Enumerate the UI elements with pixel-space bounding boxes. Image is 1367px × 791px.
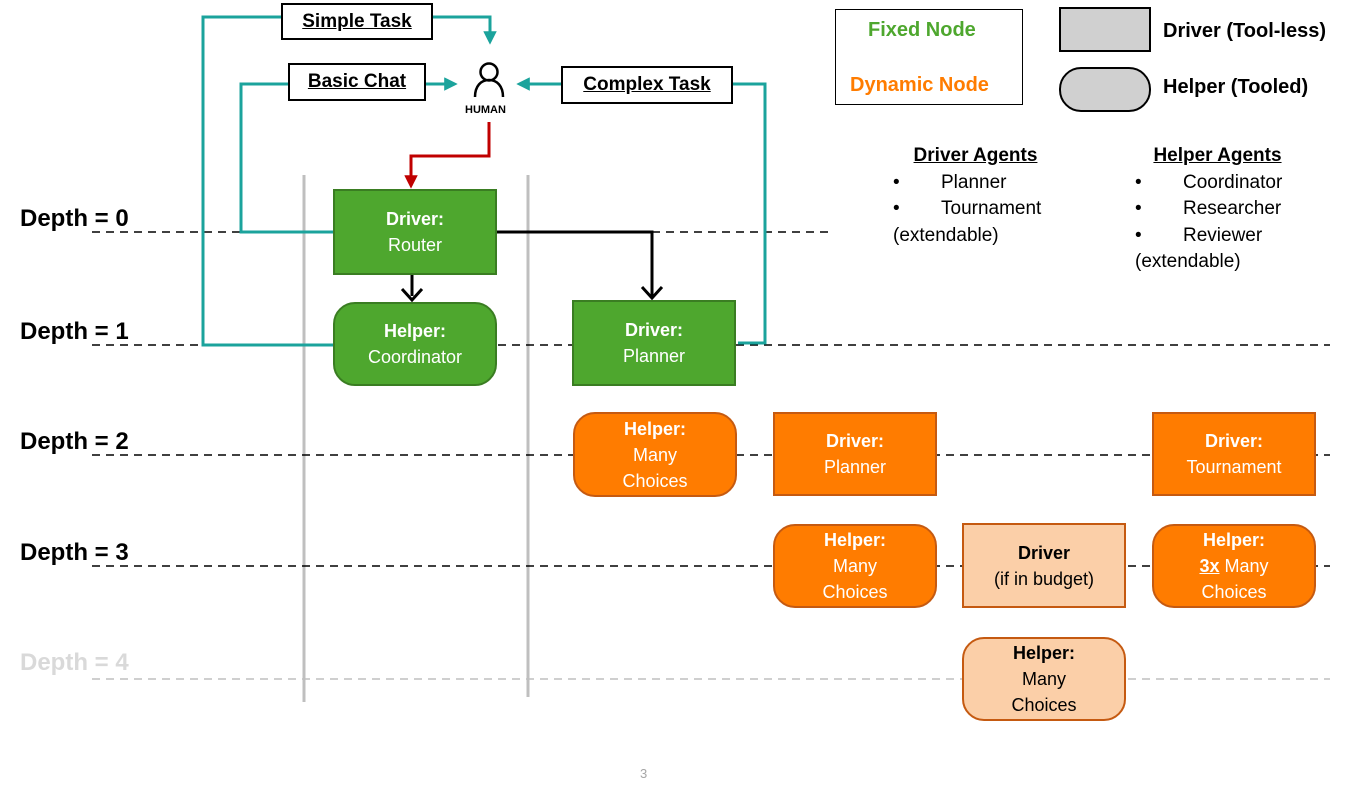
many-choices-helper-node-depth-3[interactable]: Helper: Many Choices: [773, 524, 937, 608]
depth-4-label: Depth = 4: [20, 649, 129, 676]
node-title: Driver:: [1204, 431, 1264, 451]
node-title: Driver: [1017, 542, 1071, 563]
complex-task-box: Complex Task: [561, 66, 733, 104]
node-title: Helper:: [1012, 643, 1075, 663]
many-choices-helper-node[interactable]: Helper: Many Choices: [573, 412, 737, 497]
node-subtitle: (if in budget): [993, 568, 1095, 589]
simple-task-return-arrow: [201, 15, 497, 347]
tournament-driver-node[interactable]: Driver: Tournament: [1152, 412, 1316, 496]
node-line: Choices: [822, 582, 888, 602]
legend-fixed-node: Fixed Node: [868, 19, 976, 41]
legend-driver-rect: [1059, 7, 1151, 52]
node-line: Choices: [1011, 695, 1077, 715]
helper-agents-heading: Helper Agents: [1153, 145, 1282, 166]
node-line: Choices: [1201, 582, 1267, 602]
legend-node-type-box: [835, 9, 1023, 105]
human-icon: [473, 62, 505, 98]
router-driver-node[interactable]: Driver: Router: [333, 189, 497, 275]
driver-agent-item: Planner: [941, 171, 1007, 193]
human-label: HUMAN: [465, 104, 506, 116]
node-title: Helper:: [383, 321, 446, 341]
node-line: Many: [632, 444, 677, 465]
depth-0-label: Depth = 0: [20, 205, 129, 232]
legend-helper-pill: [1059, 67, 1151, 112]
coordinator-helper-node[interactable]: Helper: Coordinator: [333, 302, 497, 386]
legend-driver-label: Driver (Tool-less): [1163, 20, 1326, 42]
router-to-planner-arrow: [497, 230, 654, 296]
human-to-router-arrow: [404, 122, 491, 189]
helper-agents-list: Helper Agents •Coordinator •Researcher •…: [1135, 143, 1300, 276]
simple-task-box: Simple Task: [281, 3, 433, 40]
helper-agents-footer: (extendable): [1135, 251, 1241, 272]
driver-agents-footer: (extendable): [893, 224, 999, 246]
depth-1-label: Depth = 1: [20, 318, 129, 345]
basic-chat-box: Basic Chat: [288, 63, 426, 101]
node-line: Many: [1021, 669, 1066, 689]
planner-driver-node[interactable]: Driver: Planner: [572, 300, 736, 386]
node-subtitle: Planner: [622, 346, 686, 366]
node-title: Driver:: [624, 320, 684, 340]
node-line: Choices: [622, 470, 688, 491]
page-number: 3: [640, 766, 648, 781]
node-title: Helper:: [623, 418, 686, 439]
node-title: Driver:: [825, 431, 885, 451]
budget-driver-node[interactable]: Driver (if in budget): [962, 523, 1126, 608]
node-title: Driver:: [385, 209, 445, 229]
node-title: Helper:: [1202, 530, 1265, 550]
helper-agent-item: Coordinator: [1183, 171, 1283, 193]
helper-agent-item: Reviewer: [1183, 224, 1263, 246]
node-subtitle: Router: [387, 235, 443, 255]
helper-agent-item: Researcher: [1183, 198, 1282, 219]
node-line: Many: [832, 556, 877, 576]
node-subtitle: Planner: [823, 457, 887, 477]
legend-helper-label: Helper (Tooled): [1163, 76, 1309, 98]
many-choices-3x-helper-node[interactable]: Helper: 3x Many Choices: [1152, 524, 1316, 608]
many-choices-helper-node-depth-4[interactable]: Helper: Many Choices: [962, 637, 1126, 721]
depth-3-label: Depth = 3: [20, 539, 129, 566]
node-line-rest: Many: [1219, 556, 1269, 576]
driver-agents-list: Driver Agents •Planner •Tournament (exte…: [893, 143, 1058, 249]
planner-driver-node-depth-2[interactable]: Driver: Planner: [773, 412, 937, 496]
multiplier-text: 3x: [1199, 556, 1220, 576]
node-subtitle: Coordinator: [367, 347, 463, 367]
legend-dynamic-node: Dynamic Node: [850, 74, 989, 96]
depth-2-label: Depth = 2: [20, 428, 129, 455]
driver-agent-item: Tournament: [941, 198, 1042, 219]
node-line: 3x Many: [1199, 553, 1268, 579]
driver-agents-heading: Driver Agents: [913, 145, 1038, 166]
node-subtitle: Tournament: [1186, 457, 1282, 477]
node-title: Helper:: [823, 530, 886, 550]
